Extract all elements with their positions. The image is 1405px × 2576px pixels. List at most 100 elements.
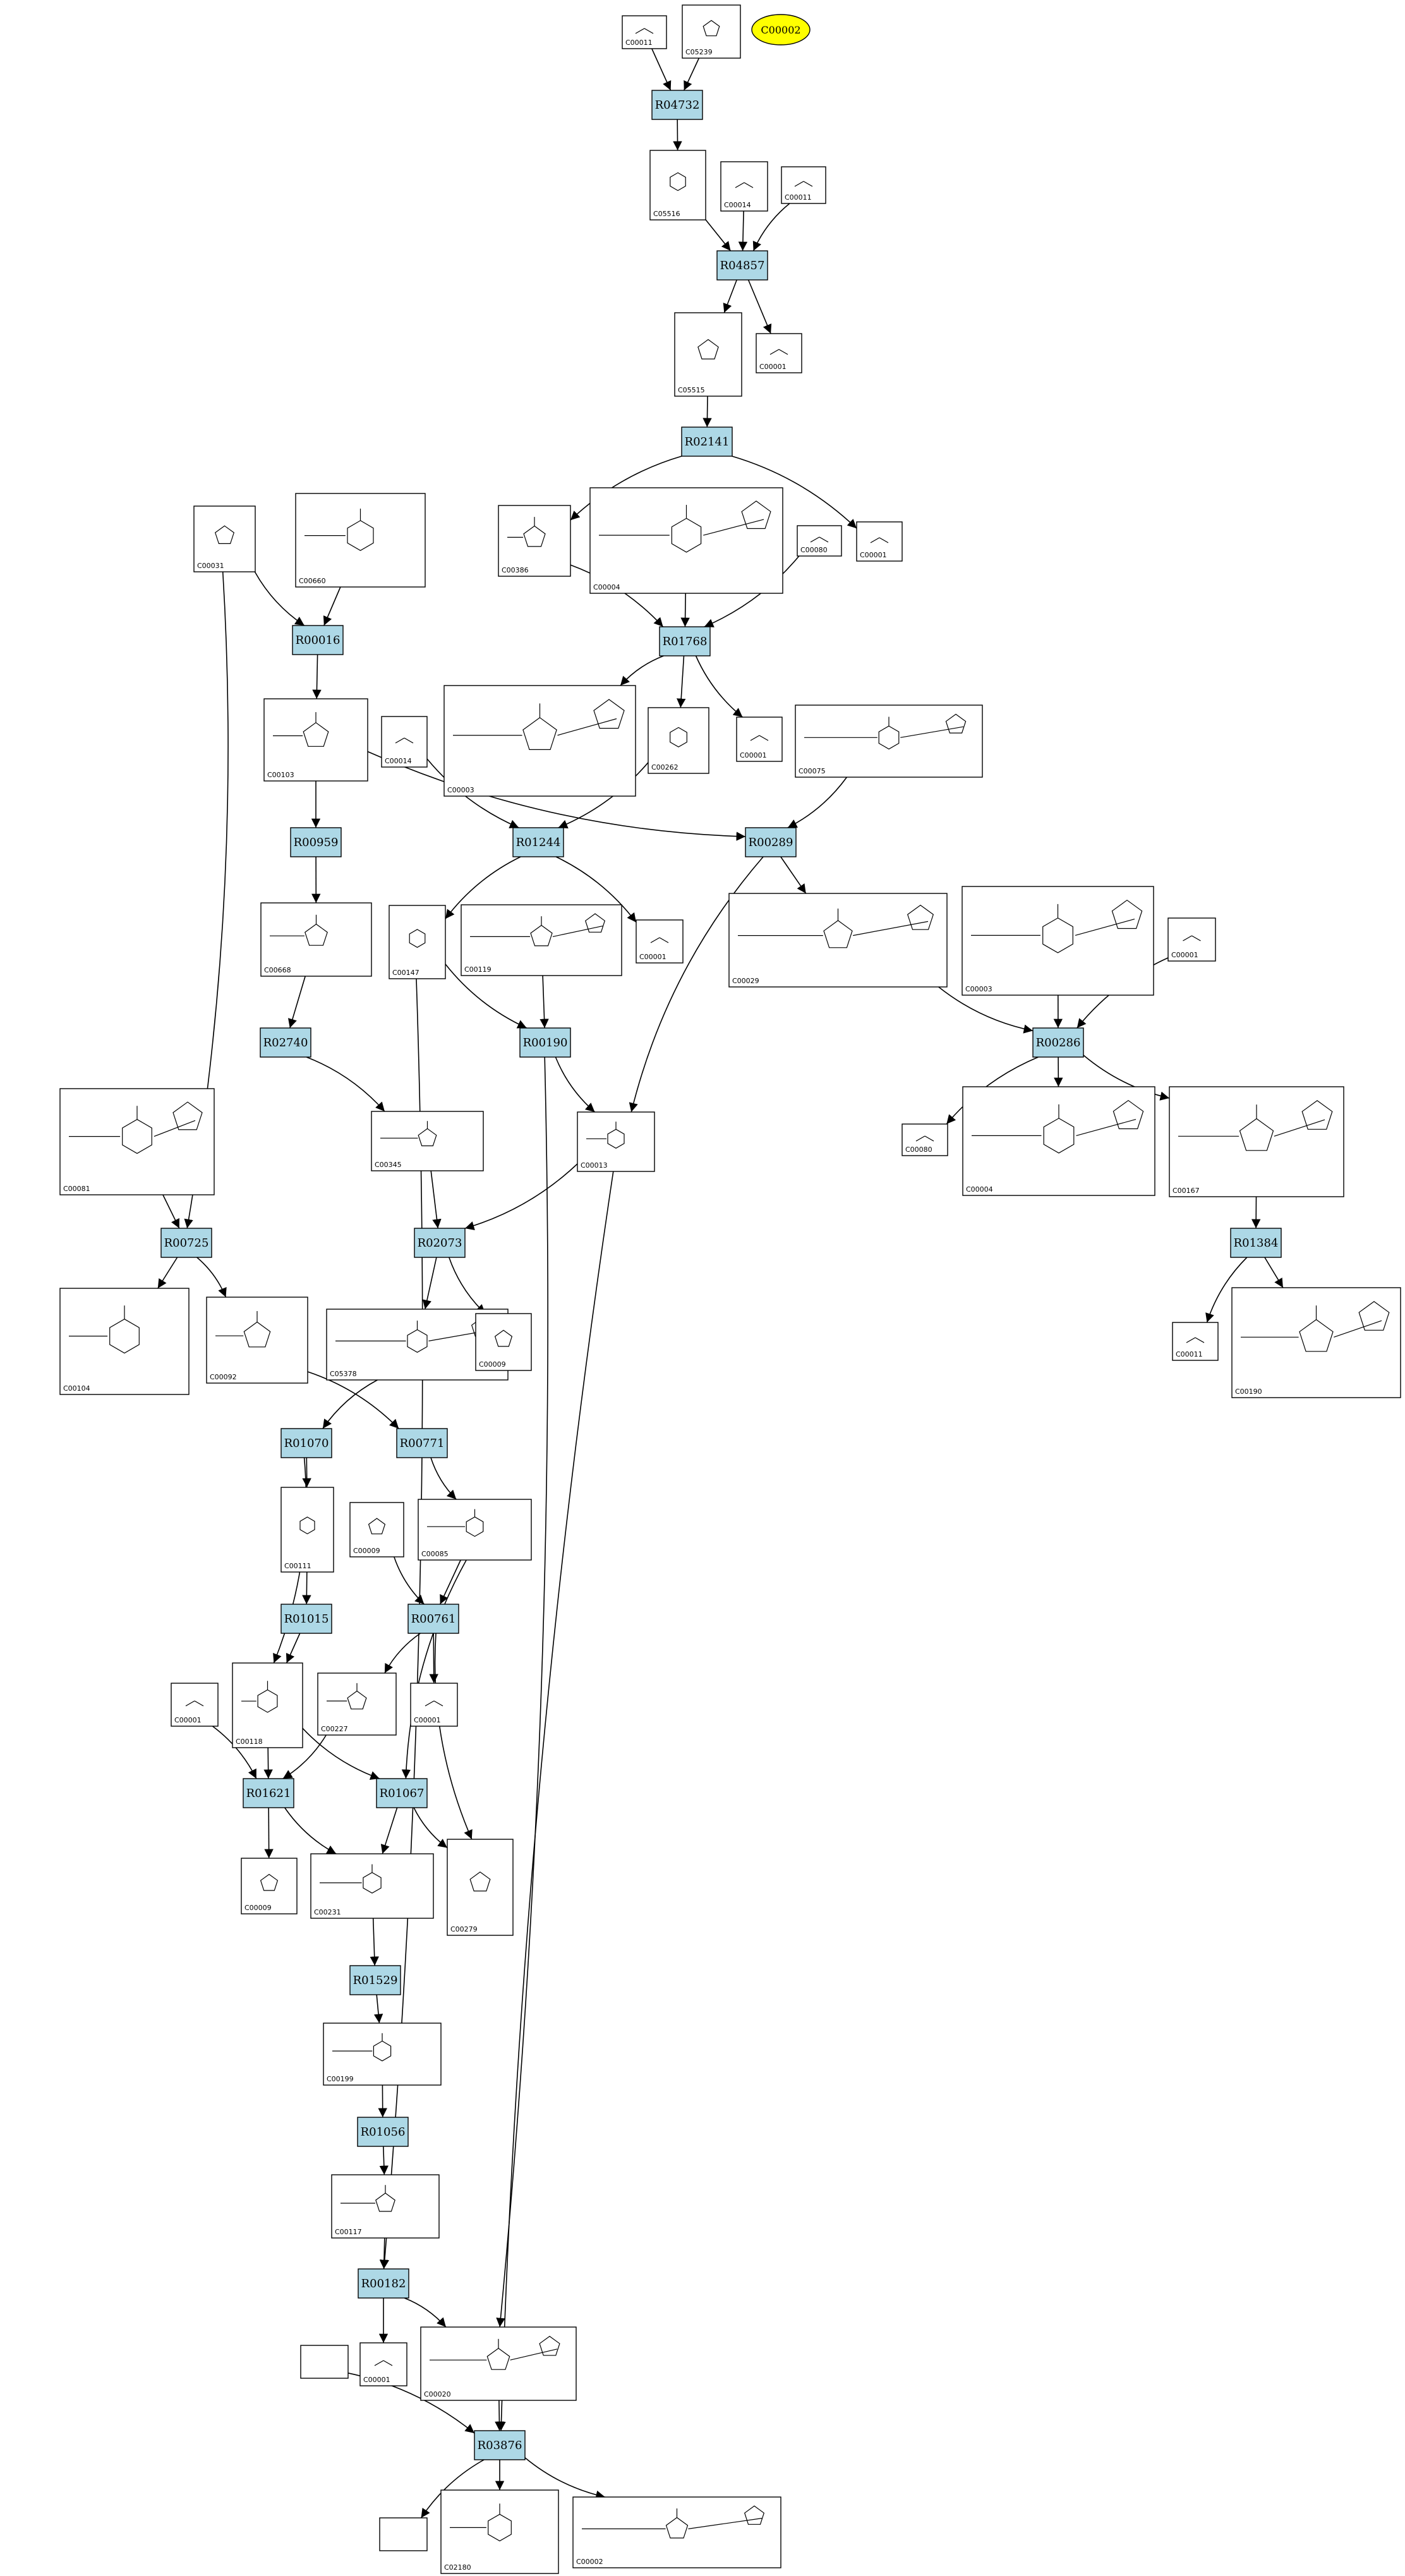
compound-node-C00001g[interactable]: C00001 — [171, 1683, 219, 1727]
compound-node-C00001b[interactable]: C00001 — [856, 521, 903, 562]
compound-node-C00001f[interactable]: C00001 — [410, 1683, 458, 1727]
structure-sketch — [494, 1329, 513, 1347]
compound-node-C00231[interactable]: C00231 — [310, 1853, 434, 1919]
start-node-ellipse[interactable]: C00002 — [751, 14, 811, 45]
compound-node-C02180[interactable]: C02180 — [440, 2489, 559, 2574]
reaction-node-R01015[interactable]: R01015 — [280, 1604, 332, 1634]
compound-node-C00167[interactable]: C00167 — [1169, 1086, 1344, 1197]
compound-node-C00001e[interactable]: C00001 — [1167, 917, 1216, 962]
compound-node-C00119[interactable]: C00119 — [461, 904, 622, 976]
compound-node-C00118[interactable]: C00118 — [232, 1662, 303, 1748]
bond — [803, 181, 813, 187]
compound-node-C05239[interactable]: C05239 — [682, 4, 741, 59]
compound-node-C00003b[interactable]: C00003 — [962, 886, 1154, 996]
bond — [635, 28, 645, 34]
compound-node-blank2[interactable] — [379, 2517, 428, 2551]
compound-node-C00001[interactable]: C00001 — [756, 333, 802, 373]
reaction-node-R01244[interactable]: R01244 — [512, 827, 564, 857]
edge-R00286-C00080b — [946, 1056, 1039, 1125]
reaction-node-R01768[interactable]: R01768 — [659, 626, 711, 656]
reaction-node-R04857[interactable]: R04857 — [716, 250, 768, 281]
compound-node-C00004[interactable]: C00004 — [589, 487, 783, 594]
compound-id-label: C00001 — [1171, 951, 1198, 959]
reaction-node-R02740[interactable]: R02740 — [260, 1027, 311, 1058]
compound-node-C00075[interactable]: C00075 — [795, 704, 983, 778]
compound-node-C00020[interactable]: C00020 — [420, 2326, 577, 2401]
compound-node-C00009c[interactable]: C00009 — [241, 1858, 298, 1914]
reaction-node-R01621[interactable]: R01621 — [243, 1778, 294, 1808]
compound-node-C05515[interactable]: C05515 — [674, 312, 742, 397]
reaction-node-R03876[interactable]: R03876 — [474, 2430, 526, 2460]
compound-node-C00004b[interactable]: C00004 — [962, 1086, 1155, 1196]
bond — [703, 519, 764, 536]
reaction-box — [280, 1428, 332, 1458]
compound-node-C00002b[interactable]: C00002 — [572, 2496, 781, 2568]
compound-node-C00001h[interactable]: C00001 — [359, 2342, 407, 2386]
compound-node-C00014[interactable]: C00014 — [720, 161, 768, 212]
compound-node-C00001c[interactable]: C00001 — [736, 717, 783, 762]
compound-node-C00080[interactable]: C00080 — [797, 525, 842, 557]
reaction-node-R01067[interactable]: R01067 — [376, 1778, 428, 1808]
compound-node-C00009[interactable]: C00009 — [475, 1313, 532, 1371]
compound-node-C00147[interactable]: C00147 — [389, 905, 446, 979]
compound-id-label: C05378 — [330, 1370, 357, 1378]
reaction-node-R00182[interactable]: R00182 — [358, 2268, 409, 2299]
compound-node-C00081[interactable]: C00081 — [59, 1088, 215, 1195]
compound-node-C00031[interactable]: C00031 — [193, 505, 256, 572]
compound-node-C00117[interactable]: C00117 — [331, 2174, 440, 2239]
reaction-box — [512, 827, 564, 857]
compound-node-C00668[interactable]: C00668 — [260, 902, 372, 977]
compound-node-C05516[interactable]: C05516 — [649, 150, 706, 221]
compound-node-C00001d[interactable]: C00001 — [636, 919, 684, 964]
reaction-node-R00959[interactable]: R00959 — [290, 827, 342, 857]
compound-node-C00029[interactable]: C00029 — [728, 893, 948, 988]
reaction-node-R01384[interactable]: R01384 — [1230, 1228, 1282, 1258]
reaction-node-R00190[interactable]: R00190 — [519, 1027, 571, 1058]
compound-node-C00279[interactable]: C00279 — [447, 1839, 514, 1936]
reaction-node-R00761[interactable]: R00761 — [407, 1604, 459, 1634]
compound-node-C00009b[interactable]: C00009 — [349, 1502, 404, 1557]
reaction-node-R02073[interactable]: R02073 — [414, 1228, 466, 1258]
reaction-node-R02141[interactable]: R02141 — [681, 426, 733, 457]
compound-node-C00092[interactable]: C00092 — [206, 1297, 308, 1384]
compound-node-C00080b[interactable]: C00080 — [901, 1123, 948, 1156]
compound-node-C00011c[interactable]: C00011 — [1172, 1322, 1219, 1361]
reaction-label: R01015 — [284, 1612, 329, 1626]
reaction-node-R00725[interactable]: R00725 — [160, 1228, 212, 1258]
compound-node-C00227[interactable]: C00227 — [317, 1672, 397, 1736]
compound-node-C00660[interactable]: C00660 — [295, 493, 426, 588]
compound-node-C00199[interactable]: C00199 — [323, 2023, 442, 2086]
reaction-node-R01056[interactable]: R01056 — [357, 2117, 409, 2147]
compound-node-C00003[interactable]: C00003 — [443, 685, 636, 797]
compound-node-C00190[interactable]: C00190 — [1231, 1287, 1401, 1398]
compound-id-label: C00117 — [335, 2228, 362, 2236]
compound-node-C00011[interactable]: C00011 — [622, 15, 667, 49]
reaction-box — [1230, 1228, 1282, 1258]
reaction-node-R01529[interactable]: R01529 — [349, 1965, 401, 1995]
compound-frame — [440, 2489, 559, 2574]
compound-node-C00013[interactable]: C00013 — [577, 1111, 655, 1172]
compound-node-C00386[interactable]: C00386 — [498, 505, 571, 577]
compound-node-C00111[interactable]: C00111 — [280, 1487, 334, 1573]
reaction-label: R00190 — [523, 1036, 568, 1049]
reaction-label: R02073 — [418, 1237, 462, 1250]
reaction-node-R04732[interactable]: R04732 — [651, 90, 703, 120]
edge-R00190-C00020 — [496, 1056, 548, 2328]
compound-node-blank1[interactable] — [300, 2345, 349, 2379]
reaction-node-R00771[interactable]: R00771 — [396, 1428, 448, 1458]
compound-id-label: C00668 — [264, 966, 291, 974]
reaction-node-R00016[interactable]: R00016 — [292, 625, 344, 655]
compound-node-C00011b[interactable]: C00011 — [781, 166, 826, 204]
edge-R01621-C00009c — [264, 1807, 274, 1859]
compound-node-C00014b[interactable]: C00014 — [381, 716, 428, 768]
compound-id-label: C00001 — [174, 1716, 202, 1724]
compound-node-C00345[interactable]: C00345 — [371, 1111, 484, 1171]
compound-node-C00085[interactable]: C00085 — [418, 1499, 532, 1561]
ring-bond — [368, 1518, 386, 1535]
compound-node-C00262[interactable]: C00262 — [648, 707, 709, 774]
reaction-node-R00289[interactable]: R00289 — [745, 827, 797, 857]
compound-node-C00104[interactable]: C00104 — [59, 1288, 190, 1395]
compound-node-C00103[interactable]: C00103 — [263, 698, 368, 782]
reaction-node-R01070[interactable]: R01070 — [280, 1428, 332, 1458]
reaction-node-R00286[interactable]: R00286 — [1032, 1027, 1084, 1058]
